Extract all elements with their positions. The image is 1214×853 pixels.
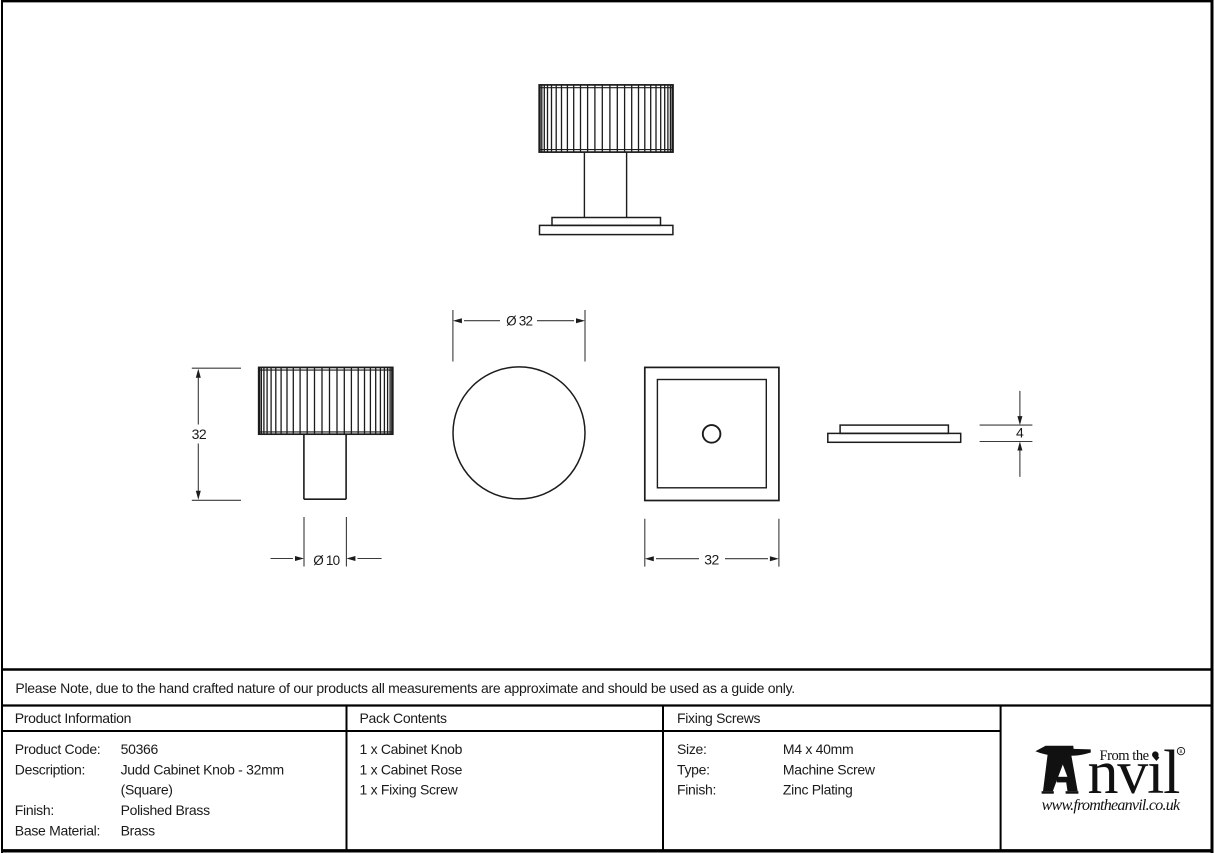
svg-text:Product Information: Product Information <box>15 710 131 726</box>
svg-text:Polished Brass: Polished Brass <box>121 802 210 818</box>
svg-text:4: 4 <box>1016 425 1024 441</box>
svg-text:Brass: Brass <box>121 822 156 838</box>
svg-text:32: 32 <box>704 551 719 567</box>
svg-text:Pack Contents: Pack Contents <box>360 710 447 726</box>
svg-text:nvil: nvil <box>1088 739 1180 807</box>
svg-text:Finish:: Finish: <box>15 802 54 818</box>
svg-text:M4 x 40mm: M4 x 40mm <box>783 741 853 757</box>
svg-text:32: 32 <box>192 426 207 442</box>
svg-text:Ø 32: Ø 32 <box>506 314 532 329</box>
svg-text:Size:: Size: <box>677 741 707 757</box>
svg-text:1 x Cabinet Rose: 1 x Cabinet Rose <box>360 761 463 777</box>
svg-text:Ø 10: Ø 10 <box>313 553 339 568</box>
svg-text:Zinc Plating: Zinc Plating <box>783 782 853 798</box>
svg-text:Please Note, due to the hand c: Please Note, due to the hand crafted nat… <box>15 680 795 696</box>
svg-text:Fixing Screws: Fixing Screws <box>677 710 761 726</box>
svg-text:From the: From the <box>1100 748 1149 764</box>
svg-text:1 x Fixing Screw: 1 x Fixing Screw <box>360 782 459 798</box>
svg-text:Description:: Description: <box>15 761 85 777</box>
svg-text:Machine Screw: Machine Screw <box>783 761 876 777</box>
svg-text:Finish:: Finish: <box>677 782 716 798</box>
svg-text:1 x Cabinet Knob: 1 x Cabinet Knob <box>360 741 463 757</box>
svg-text:Judd Cabinet Knob - 32mm: Judd Cabinet Knob - 32mm <box>121 761 284 777</box>
svg-text:(Square): (Square) <box>121 782 173 798</box>
svg-text:50366: 50366 <box>121 741 159 757</box>
svg-text:www.fromtheanvil.co.uk: www.fromtheanvil.co.uk <box>1042 797 1181 814</box>
svg-text:Product Code:: Product Code: <box>15 741 101 757</box>
svg-text:Base Material:: Base Material: <box>15 822 100 838</box>
svg-text:Type:: Type: <box>677 761 710 777</box>
svg-text:R: R <box>1179 750 1183 755</box>
